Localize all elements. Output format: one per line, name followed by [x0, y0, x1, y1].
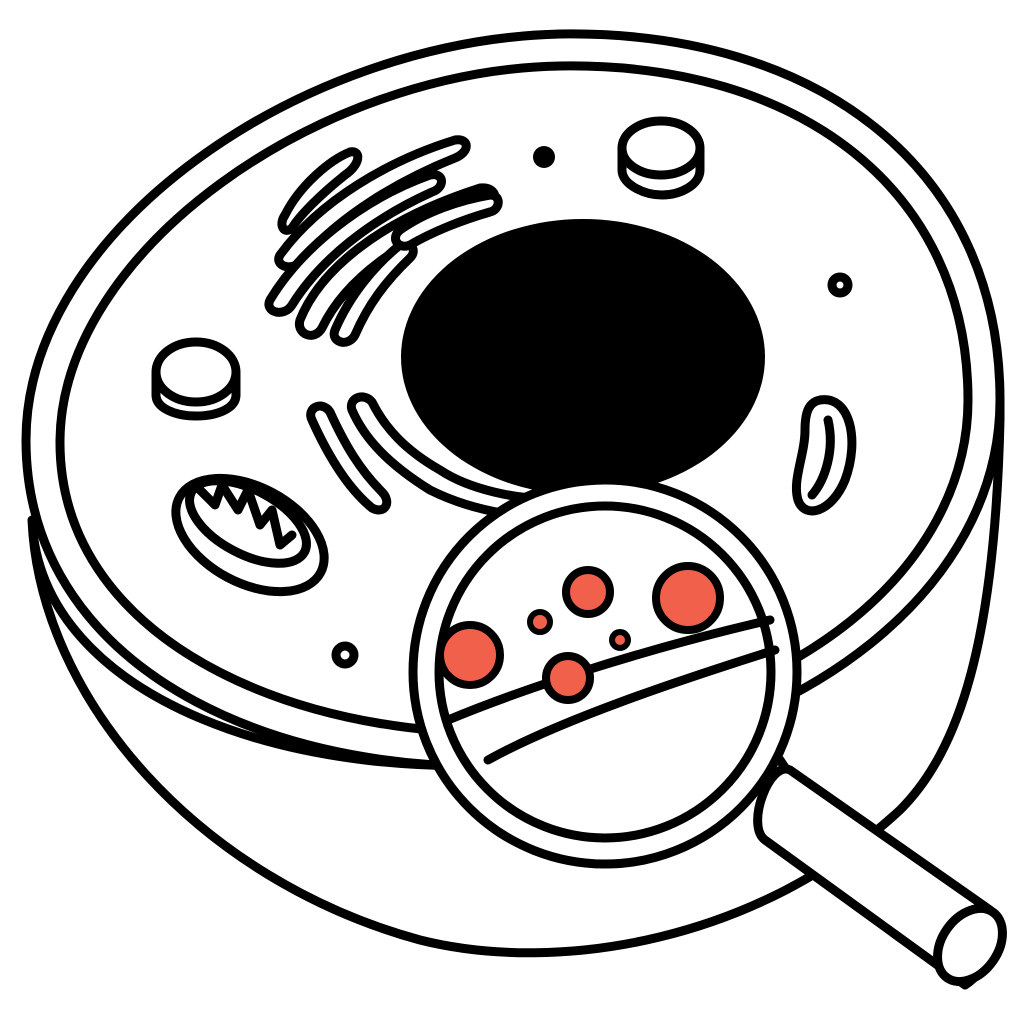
- highlight-spot: [562, 566, 614, 618]
- lysosome-bean: [791, 395, 857, 516]
- magnifying-glass-icon: [408, 475, 802, 869]
- mitochondrion: [171, 473, 329, 597]
- granule-dot: [331, 641, 359, 669]
- highlight-spot: [527, 609, 553, 635]
- highlight-spot: [652, 562, 724, 634]
- highlight-spot: [609, 629, 631, 651]
- vesicle-top: [617, 116, 705, 200]
- highlight-spot: [542, 652, 594, 704]
- vesicle-left: [151, 337, 241, 421]
- granule-dot: [827, 272, 853, 298]
- golgi-apparatus: [264, 135, 503, 347]
- cell-membrane-inner: [55, 61, 973, 738]
- highlight-spot: [436, 621, 504, 689]
- granule-dot: [533, 146, 555, 168]
- nucleus: [401, 219, 765, 495]
